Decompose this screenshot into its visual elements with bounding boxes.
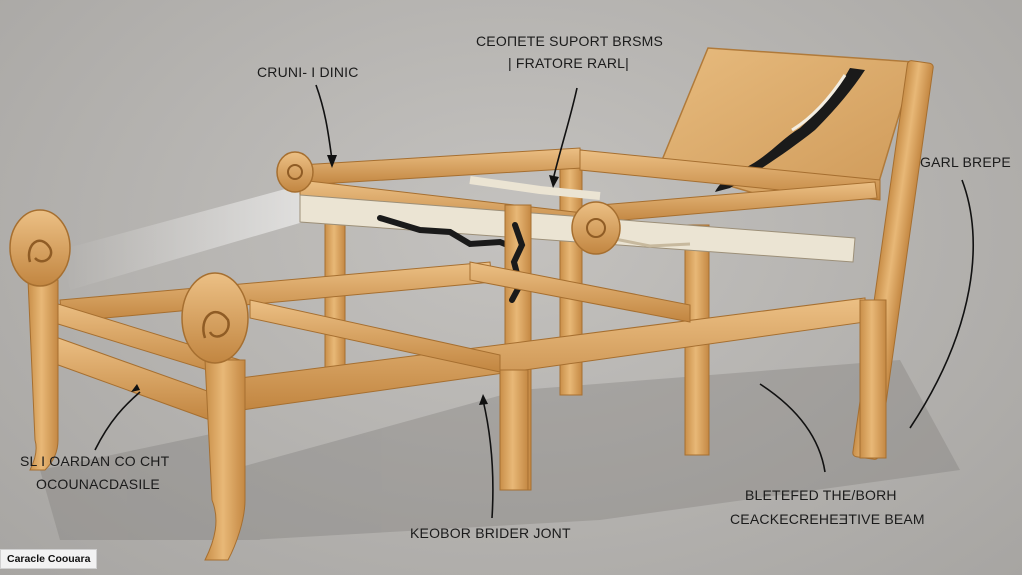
pointer-top-left [315,84,333,161]
pointer-lines [94,84,974,519]
front-roller-end [571,201,621,255]
left-scroll-end [9,209,71,287]
pointer-heads [131,155,559,405]
label-right: GARL BREPE [920,154,1011,170]
top-back-rail [299,147,583,186]
image-caption: Caracle Coouara [0,549,98,569]
pointer-top-center [552,87,578,181]
label-bridge-joint: KEOBOR BRIDER JONT [410,525,571,541]
floor-shadow [40,360,960,540]
label-bottom-right-line1: BLETEFED THE/BORH [745,487,897,503]
front-center-leg [204,359,246,561]
label-fracture-rail: | FRATORE RARL| [508,55,629,71]
pointer-left [94,391,141,451]
rear-roller-end [276,151,314,193]
label-left-line2: OCOUNACDASILE [36,476,160,492]
label-top-left: CRUNI- I DINIC [257,64,359,80]
front-right-leg [859,299,887,459]
center-scroll-end [181,272,249,364]
pointer-bottom-center [482,399,494,519]
light-glow [60,185,310,290]
label-left-line1: SL I OARDAN CO CHT [20,453,170,469]
front-left-leg [27,279,59,471]
mid-leg [499,369,529,491]
label-bottom-right-line2: CEACKECREHEƎTIVE BEAM [730,511,925,527]
inner-rail [469,261,691,323]
label-support-beams: CEOΠETE SUPORT BRSMS [476,33,664,49]
pointer-right [909,179,974,429]
pointer-bottom-right [759,383,826,473]
